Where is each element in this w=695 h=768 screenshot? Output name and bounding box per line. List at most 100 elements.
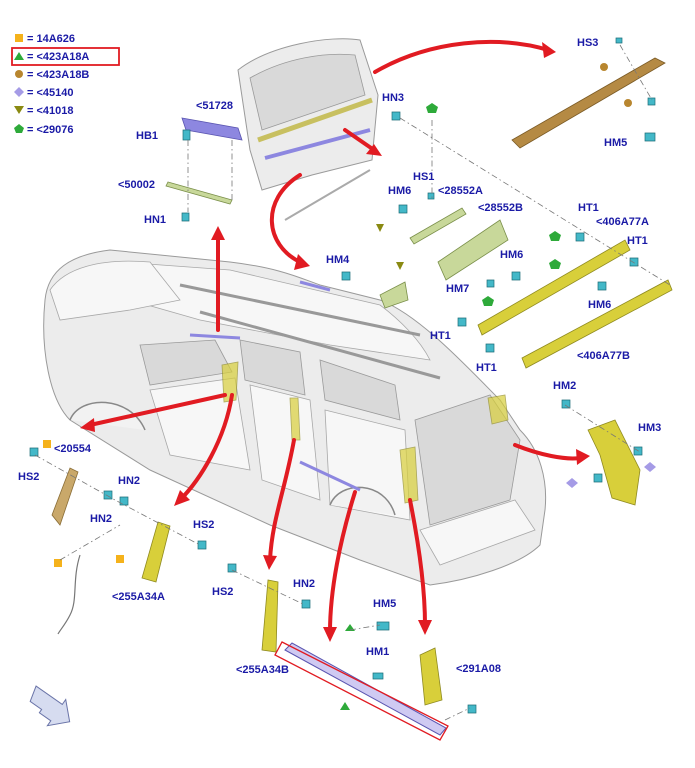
arrowhead: [323, 627, 337, 642]
clip-icon: [391, 111, 401, 121]
arrowhead: [542, 42, 556, 58]
diamond-marker-icon: [566, 478, 578, 488]
d-pillar-on-body: [399, 446, 419, 504]
callout-hs2-b: HS2: [193, 519, 214, 531]
clip-icon: [457, 317, 467, 327]
pentagon-marker-icon: [549, 231, 561, 241]
clip-icon: [301, 599, 311, 609]
arrow-b-pillar: [178, 393, 234, 502]
callout-20554: <20554: [54, 443, 92, 455]
c-pillar-on-body: [289, 397, 301, 441]
clip-icon: [561, 399, 571, 409]
pentagon-marker-icon: [14, 124, 24, 133]
callout-hn3: HN3: [382, 92, 404, 104]
callout-hb1: HB1: [136, 130, 158, 142]
callout-hn2-a: HN2: [118, 475, 140, 487]
callout-hm5-bottom: HM5: [373, 598, 396, 610]
callout-hm5-top: HM5: [604, 137, 627, 149]
callout-50002: <50002: [118, 179, 155, 191]
pillar-291a08: [419, 647, 443, 706]
callout-255a34a: <255A34A: [112, 591, 165, 603]
clip-icon: [227, 563, 237, 573]
pentagon-marker-icon: [482, 296, 494, 306]
callout-hs1: HS1: [413, 171, 434, 183]
arrowhead: [211, 226, 225, 240]
pentagon-marker-icon: [426, 103, 438, 113]
callout-labels: HS3 HN3 <51728 HB1 <50002 HN1 HS1 HM6 <2…: [18, 37, 661, 676]
clip-icon: [593, 473, 603, 483]
triangle-down-marker-icon: [14, 106, 24, 114]
callout-hn1: HN1: [144, 214, 166, 226]
clip-icon: [427, 192, 435, 200]
callout-hm6-b: HM6: [500, 249, 523, 261]
arrow-liftgate-to-bracket: [269, 173, 302, 264]
circle-marker-icon: [624, 99, 632, 107]
bracket-28552b: [437, 219, 509, 281]
square-marker-icon: [54, 559, 62, 567]
clip-icon: [575, 232, 585, 242]
clip-icon: [398, 204, 408, 214]
roof-ditch-molding: [189, 333, 241, 340]
callout-255a34b: <255A34B: [236, 664, 289, 676]
rear-wheel-arch: [329, 486, 396, 516]
arrowhead: [294, 254, 310, 270]
drain-hose: [57, 554, 81, 635]
clip-icon: [181, 212, 190, 222]
pillar-20554: [51, 467, 79, 526]
callout-28552a: <28552A: [438, 185, 483, 197]
callout-28552b: <28552B: [478, 202, 523, 214]
rear-bumper: [419, 499, 536, 566]
clip-icon: [511, 271, 521, 281]
clip-icon: [647, 97, 656, 106]
rear-pillar-on-body: [487, 394, 509, 425]
leader-lines: [34, 44, 671, 721]
bracket-28552a: [409, 207, 467, 245]
callout-ht1-c: HT1: [430, 330, 451, 342]
liftgate-glass: [249, 53, 366, 131]
front-wheel-arch: [69, 401, 146, 431]
clip-icon: [376, 621, 390, 631]
clip-group: [29, 111, 639, 714]
triangle-down-marker-icon: [376, 224, 384, 232]
legend-item-4: = <41018: [27, 105, 74, 117]
callout-406a77a: <406A77A: [596, 216, 649, 228]
callout-hm2-right: HM2: [553, 380, 576, 392]
triangle-marker-icon: [340, 702, 350, 710]
bracket-hm4: [379, 281, 409, 309]
callout-51728: <51728: [196, 100, 233, 112]
roof-rail: [199, 310, 441, 380]
leader-line: [349, 624, 381, 631]
view-direction-arrow-icon: [29, 685, 71, 727]
leader-line: [34, 454, 201, 546]
triangle-marker-icon: [14, 52, 24, 60]
square-marker-icon: [43, 440, 51, 448]
rocker-highlight-box: [274, 641, 449, 741]
rocker-highlight: [299, 460, 361, 492]
arrow-a-pillar: [88, 393, 227, 427]
callout-hm6-a: HM6: [388, 185, 411, 197]
legend-item-5: = <29076: [27, 124, 74, 136]
molding-406a77a: [477, 239, 631, 336]
liftgate-applique: [257, 97, 373, 143]
callout-ht1-b: HT1: [627, 235, 648, 247]
callout-hs2-a: HS2: [18, 471, 39, 483]
diamond-marker-icon: [14, 87, 24, 97]
clip-icon: [485, 343, 495, 353]
pentagon-marker-icon: [549, 259, 561, 269]
arrow-liftgate-down: [343, 128, 376, 152]
clip-icon: [197, 540, 207, 550]
clip-icon: [486, 279, 495, 288]
rear-spoiler: [511, 57, 666, 149]
arrowhead: [366, 144, 382, 156]
leader-line: [399, 117, 671, 286]
clip-icon: [629, 257, 639, 267]
arrow-liftgate-to-spoiler: [373, 39, 550, 74]
rear-corner-applique: [587, 419, 641, 506]
arrowhead: [576, 449, 590, 465]
diamond-marker-icon: [644, 462, 656, 472]
callout-hn2-b: HN2: [90, 513, 112, 525]
vehicle-body: [43, 249, 547, 586]
callout-291a08: <291A08: [456, 663, 501, 675]
clip-icon: [615, 37, 623, 44]
